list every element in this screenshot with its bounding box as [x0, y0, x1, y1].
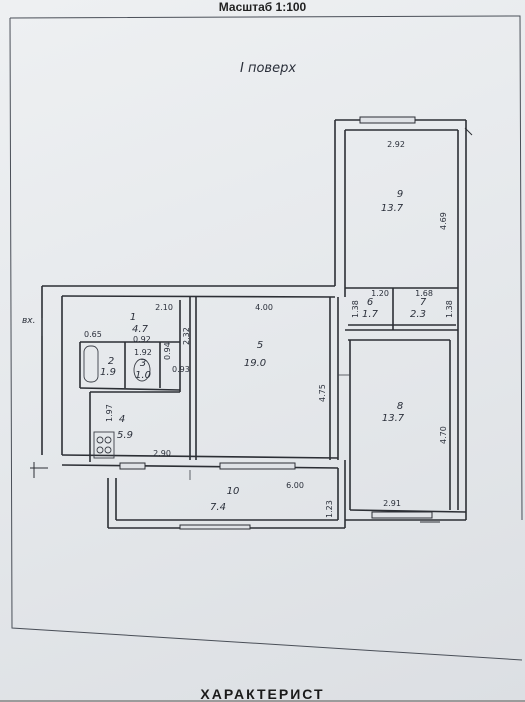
dim-4-75: 4.75 [318, 384, 327, 402]
scale-label: Масштаб 1:100 [218, 0, 307, 14]
dim-0-93: 0.93 [172, 365, 190, 374]
dim-1-20: 1.20 [371, 289, 389, 298]
room-9-area: 13.7 [381, 203, 404, 214]
room-2-area: 1.9 [100, 367, 116, 378]
dim-6-00: 6.00 [286, 481, 304, 490]
entrance-label: вх. [22, 316, 36, 326]
walls [41, 119, 467, 529]
dimension-labels: 2.92 4.69 2.10 4.00 1.20 1.68 1.38 1.38 … [84, 140, 454, 518]
dim-2-32: 2.32 [182, 327, 191, 345]
room-labels: 9 13.7 1 4.7 2 1.9 3 1.0 4 5.9 5 19.0 6 … [100, 189, 427, 513]
dim-1-68: 1.68 [415, 289, 433, 298]
room-4-number: 4 [119, 414, 125, 425]
room-3-area: 1.0 [135, 370, 151, 381]
windows [119, 116, 433, 530]
room-1-area: 4.7 [132, 324, 149, 335]
dim-1-23: 1.23 [325, 500, 334, 518]
doors [41, 318, 350, 480]
room-8-area: 13.7 [382, 413, 405, 424]
room-2-number: 2 [108, 356, 114, 367]
stove-icon [93, 431, 115, 459]
room-3-number: 3 [140, 358, 146, 369]
dim-0-92: 0.92 [133, 335, 151, 344]
room-10-number: 10 [227, 486, 240, 497]
dim-1-97: 1.97 [105, 404, 114, 422]
bathtub-icon [83, 345, 99, 383]
dim-2-10: 2.10 [155, 303, 173, 312]
room-6-area: 1.7 [362, 309, 379, 320]
characteristics-heading: ХАРАКТЕРИСТ [200, 686, 325, 702]
dim-1-38-a: 1.38 [351, 300, 360, 318]
room-10-area: 7.4 [210, 502, 226, 513]
room-1-number: 1 [130, 312, 136, 323]
dim-2-90: 2.90 [153, 449, 171, 458]
room-8-number: 8 [397, 401, 403, 412]
toilet-icon [133, 358, 151, 382]
room-7-area: 2.3 [410, 309, 426, 320]
dim-1-92: 1.92 [134, 348, 152, 357]
room-5-area: 19.0 [244, 358, 266, 369]
room-4-area: 5.9 [117, 430, 133, 441]
dim-2-92: 2.92 [387, 140, 405, 149]
dim-4-00: 4.00 [255, 303, 273, 312]
room-9-number: 9 [397, 189, 403, 200]
floor-title: I поверх [240, 61, 296, 76]
room-6-number: 6 [367, 297, 373, 308]
dim-0-94: 0.94 [163, 342, 172, 360]
dim-4-70: 4.70 [439, 426, 448, 444]
room-5-number: 5 [257, 340, 263, 351]
dim-1-38-b: 1.38 [445, 300, 454, 318]
dim-0-65: 0.65 [84, 330, 102, 339]
frame-lines [9, 15, 523, 661]
dimension-ticks [30, 127, 473, 523]
room-7-number: 7 [420, 297, 427, 308]
dim-4-69: 4.69 [439, 212, 448, 230]
fixtures [83, 345, 151, 459]
dim-2-91: 2.91 [383, 499, 401, 508]
